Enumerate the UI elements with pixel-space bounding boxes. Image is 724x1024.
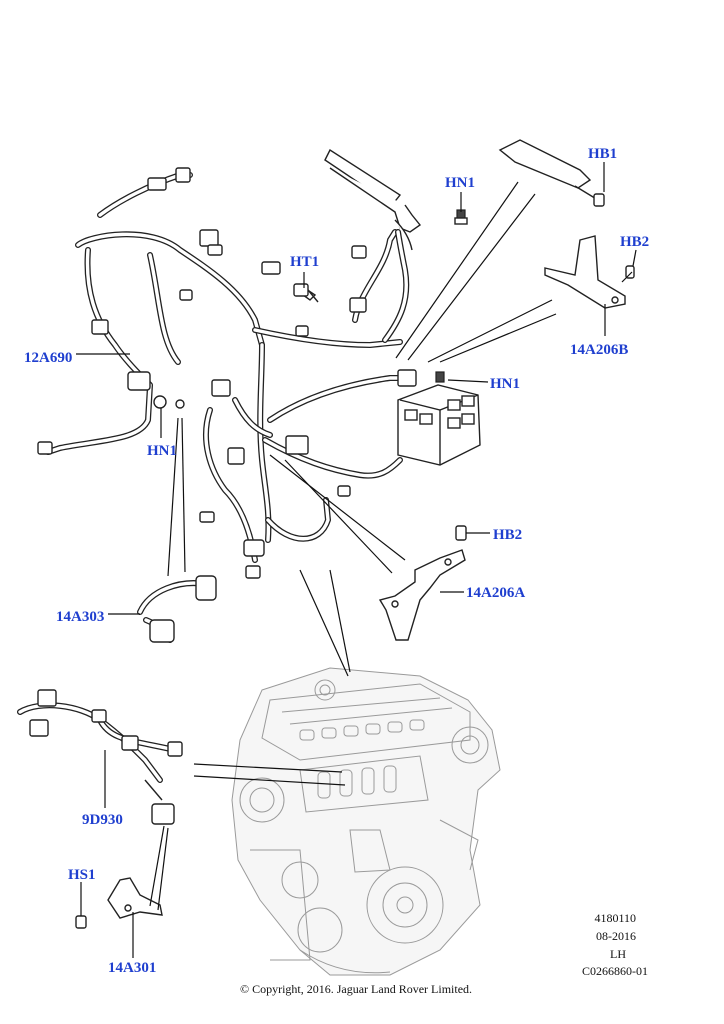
top-bracket [324, 148, 422, 251]
callout-9d930[interactable]: 9D930 [82, 812, 123, 828]
bolt-hb1 [498, 139, 605, 207]
leader-lines [76, 162, 637, 958]
callout-12a690[interactable]: 12A690 [24, 350, 72, 366]
copyright-notice: © Copyright, 2016. Jaguar Land Rover Lim… [240, 982, 472, 996]
bracket-14a206b [544, 235, 635, 309]
diagram-code: 4180110 [594, 911, 636, 925]
callout-hn1-top[interactable]: HN1 [445, 175, 475, 191]
bracket-14a206a [378, 525, 467, 641]
callout-14a303[interactable]: 14A303 [56, 609, 104, 625]
engine-illustration [231, 667, 501, 976]
harness-9d930 [17, 689, 183, 825]
diagram-date: 08-2016 [596, 929, 636, 943]
harness-connectors [37, 167, 417, 579]
diagram-side: LH [610, 947, 626, 961]
callout-ht1[interactable]: HT1 [290, 254, 319, 270]
junction-box [397, 371, 481, 466]
harness-14a303 [137, 575, 217, 643]
bracket-14a301 [75, 877, 163, 929]
sensor-ht1 [293, 283, 319, 303]
callout-hn1-left[interactable]: HN1 [147, 443, 177, 459]
callout-14a301[interactable]: 14A301 [108, 960, 156, 976]
callout-hn1-right[interactable]: HN1 [490, 376, 520, 392]
illustration-id: C0266860-01 [582, 964, 648, 978]
main-harness-12a690 [45, 172, 410, 563]
callout-hb1[interactable]: HB1 [588, 146, 617, 162]
callout-hb2-top[interactable]: HB2 [620, 234, 649, 250]
callout-hb2-mid[interactable]: HB2 [493, 527, 522, 543]
diagram-meta: 4180110 08-2016 LH C0266860-01 [582, 911, 648, 978]
nut-hn1-top [454, 209, 468, 225]
callout-labels: HB1 HN1 HB2 HT1 14A206B HN1 12A690 HN1 H… [24, 146, 649, 976]
callout-14a206a[interactable]: 14A206A [466, 585, 525, 601]
callout-hs1[interactable]: HS1 [68, 867, 96, 883]
callout-14a206b[interactable]: 14A206B [570, 342, 628, 358]
